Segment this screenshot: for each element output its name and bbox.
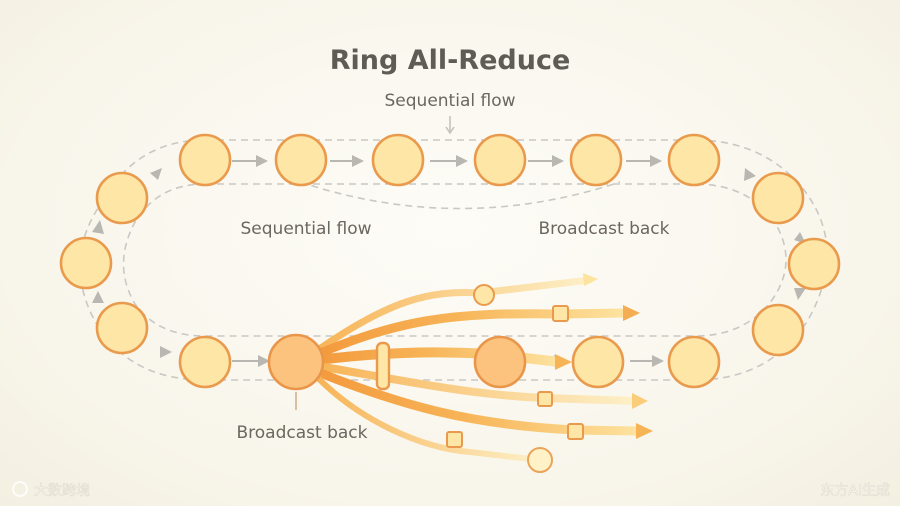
label-sequential-flow: Sequential flow: [241, 219, 372, 239]
ring-node: [667, 133, 721, 187]
arrow-left-3: [92, 220, 104, 234]
ring-node: [371, 133, 425, 187]
beam-4: [314, 362, 639, 405]
ring-arrows: [92, 155, 806, 367]
arrow-top-4: [528, 155, 564, 167]
diagram-title: Ring All-Reduce: [330, 45, 571, 76]
beam-1: [314, 276, 594, 354]
ring-node: [95, 171, 149, 225]
beam-2: [313, 308, 630, 359]
beam-packet-square: [567, 423, 584, 440]
ring-node: [178, 335, 232, 389]
ring-node: [787, 237, 841, 291]
watermark-right: 东方AI生成: [820, 483, 890, 499]
top-label-pointer: [445, 116, 455, 135]
watermark-logo-icon: [12, 481, 28, 497]
ring-node: [569, 133, 623, 187]
beam-5: [313, 367, 645, 436]
beam-packet-square: [537, 391, 553, 407]
beam-packet-circle: [473, 284, 495, 306]
beam-arrowhead-2: [623, 305, 640, 321]
ring-node: [473, 335, 527, 389]
ring-node: [95, 301, 149, 355]
watermark-left: 大数跨境: [12, 481, 90, 499]
ring-node: [667, 335, 721, 389]
label-broadcast-back-upper: Broadcast back: [539, 219, 670, 239]
arrow-top-5: [626, 155, 662, 167]
beam-packet-square: [446, 431, 463, 448]
arrow-left-2: [92, 291, 104, 303]
arrow-top-2: [330, 155, 364, 167]
arrow-right-1: [744, 168, 756, 181]
ring-node: [274, 133, 328, 187]
beam-6: [315, 375, 543, 463]
arrow-bottom-1: [630, 355, 664, 367]
ring-node-source: [267, 333, 325, 391]
ring-node: [751, 303, 805, 357]
arrow-right-3: [794, 288, 806, 300]
ring-node: [751, 171, 805, 225]
ring-nodes: [59, 133, 841, 391]
beam-arrowhead-3: [555, 354, 572, 370]
top-flow-label: Sequential flow: [385, 91, 516, 111]
beam-gate: [375, 341, 391, 391]
ring-node: [178, 133, 232, 187]
beam-arrowhead-4: [632, 393, 648, 409]
beam-packet-circle: [527, 447, 553, 473]
arrow-left-1: [160, 346, 172, 358]
arrow-bottom-3: [232, 355, 270, 367]
arrow-top-3: [430, 155, 468, 167]
ring-node: [59, 236, 113, 290]
beam-packet-square: [552, 305, 569, 322]
label-broadcast-back-lower: Broadcast back: [237, 423, 368, 443]
svg-text:大数跨境: 大数跨境: [34, 483, 90, 499]
ring-node: [473, 133, 527, 187]
beam-arrowhead-1: [583, 273, 598, 286]
beam-arrowhead-5: [636, 423, 653, 439]
ring-node: [571, 335, 625, 389]
arrow-left-4: [150, 168, 162, 180]
arrow-top-1: [232, 155, 268, 167]
